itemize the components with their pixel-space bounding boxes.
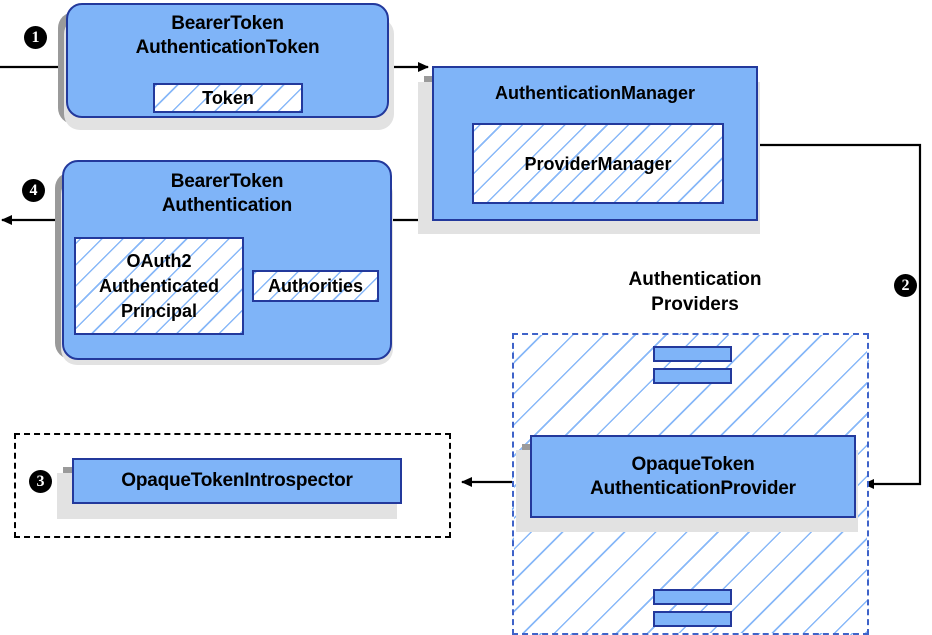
step-badge-3: 3 <box>29 470 52 493</box>
token-inner-box[interactable]: Token <box>153 83 303 113</box>
step-badge-4: 4 <box>22 179 45 202</box>
provider-manager-label: ProviderManager <box>524 153 672 174</box>
opaque-token-authentication-provider-title: OpaqueToken AuthenticationProvider <box>590 453 796 499</box>
opaque-token-introspector-container <box>14 433 451 538</box>
provider-manager-inner-box[interactable]: ProviderManager <box>472 123 724 204</box>
authorities-label: Authorities <box>267 276 363 296</box>
provider-stack-bottom-bar-2 <box>653 611 732 627</box>
authentication-providers-label: Authentication Providers <box>628 269 762 315</box>
authentication-manager[interactable]: AuthenticationManager ProviderManager <box>432 66 758 221</box>
bearer-token-authentication-title: BearerToken Authentication <box>161 171 293 216</box>
bearer-token-authentication-token-title: BearerToken AuthenticationToken <box>135 13 320 58</box>
provider-stack-top-bar-2 <box>653 368 732 384</box>
oauth2-authenticated-principal-box[interactable]: OAuth2 Authenticated Principal <box>74 237 244 335</box>
bearer-token-authentication-token[interactable]: BearerToken AuthenticationToken Token <box>66 3 389 118</box>
opaque-token-introspector-title: OpaqueTokenIntrospector <box>121 470 353 491</box>
opaque-token-authentication-provider[interactable]: OpaqueToken AuthenticationProvider <box>530 435 856 518</box>
oauth2-authenticated-principal-label: OAuth2 Authenticated Principal <box>98 250 219 321</box>
authorities-box[interactable]: Authorities <box>252 270 379 302</box>
bearer-token-authentication[interactable]: BearerToken Authentication OAuth2 Authen… <box>62 160 392 360</box>
provider-stack-bottom-bar-1 <box>653 589 732 605</box>
opaque-token-introspector[interactable]: OpaqueTokenIntrospector <box>72 458 402 504</box>
token-inner-label: Token <box>202 88 254 108</box>
connector-manager-to-provider <box>758 143 922 489</box>
step-badge-2: 2 <box>894 274 917 297</box>
provider-stack-top-bar-1 <box>653 346 732 362</box>
authentication-manager-title: AuthenticationManager <box>494 83 695 103</box>
step-badge-1: 1 <box>24 26 47 49</box>
